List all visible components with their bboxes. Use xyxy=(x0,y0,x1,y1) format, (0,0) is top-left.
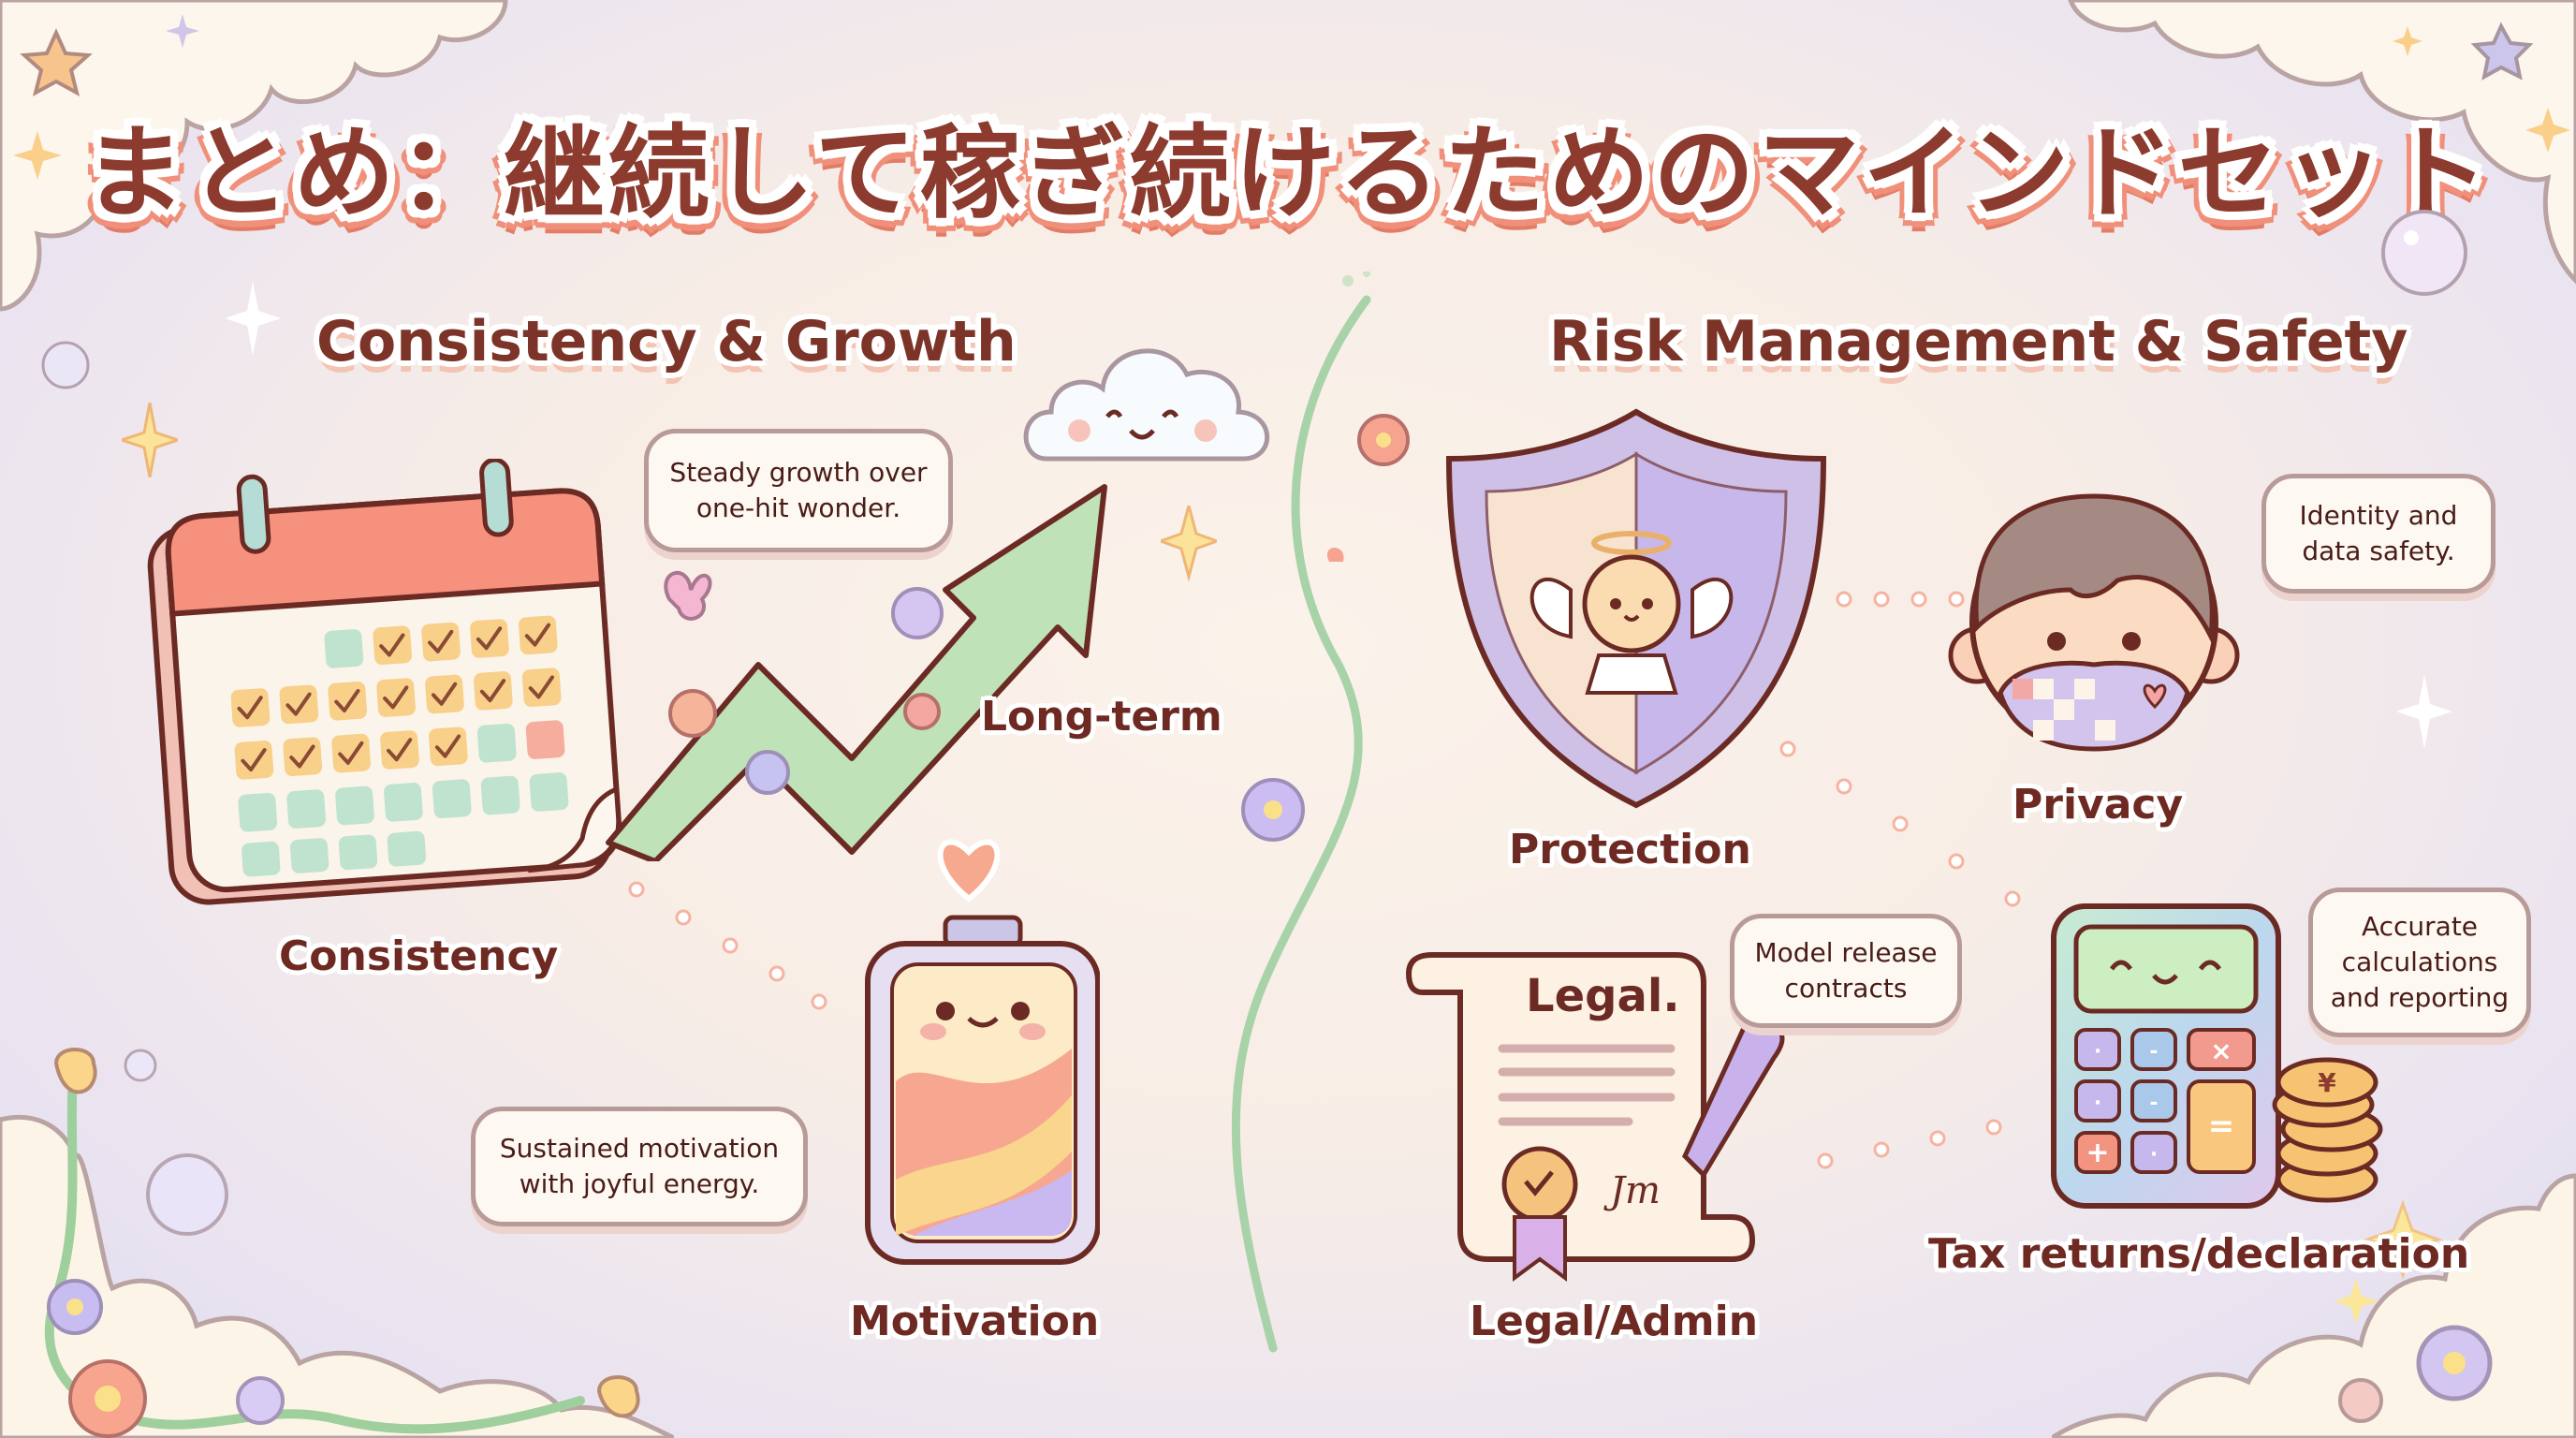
dotted-connector xyxy=(1817,1119,2002,1169)
vine-divider xyxy=(1231,271,1410,1353)
cloud-decoration-top-left xyxy=(0,0,508,312)
label-protection: Protection xyxy=(1509,826,1751,873)
bubble-icon xyxy=(2381,210,2467,296)
label-long-term: Long-term xyxy=(981,693,1222,741)
svg-text:=: = xyxy=(2208,1108,2235,1145)
legal-scroll-icon: Legal. Jm xyxy=(1405,952,1785,1282)
star-icon xyxy=(20,28,93,96)
page-title: まとめ：継続して稼ぎ続けるためのマインドセット xyxy=(83,115,2493,232)
label-consistency: Consistency xyxy=(279,932,559,980)
cloud-decoration-top-right xyxy=(2068,0,2576,285)
section-heading-risk-management: Risk Management & Safety xyxy=(1549,309,2408,374)
calculator-icon: · - × · - = + · ¥ xyxy=(2051,903,2383,1209)
dotted-connector xyxy=(628,881,827,1010)
section-heading-consistency-growth: Consistency & Growth xyxy=(316,309,1017,374)
svg-text:×: × xyxy=(2210,1035,2232,1066)
svg-text:·: · xyxy=(2094,1092,2101,1115)
signature: Jm xyxy=(1603,1169,1661,1212)
flower-icon xyxy=(236,1376,285,1425)
cloud-decoration-bottom-right xyxy=(2052,1173,2576,1438)
masked-face-icon xyxy=(1948,493,2240,752)
svg-text:·: · xyxy=(2150,1143,2158,1167)
label-privacy: Privacy xyxy=(2012,781,2184,829)
calendar-icon xyxy=(147,457,622,905)
dotted-connector xyxy=(1836,591,1965,608)
label-motivation: Motivation xyxy=(850,1298,1100,1345)
coin-stack-icon xyxy=(2272,1057,2383,1203)
dotted-connector xyxy=(1779,741,2021,907)
heart-icon xyxy=(2143,683,2167,710)
sparkle-icon xyxy=(225,281,281,356)
growth-arrow-icon xyxy=(606,484,1107,861)
shield-angel-icon xyxy=(1445,408,1827,809)
bubble-icon xyxy=(41,341,90,389)
speech-bubble-identity-data-safety: Identity and data safety. xyxy=(2261,474,2496,594)
speech-bubble-steady-growth: Steady growth over one-hit wonder. xyxy=(644,429,953,552)
smiling-cloud-icon xyxy=(1023,348,1270,462)
sparkle-icon xyxy=(122,403,178,477)
sparkle-icon xyxy=(1161,506,1217,582)
svg-text:·: · xyxy=(2094,1040,2101,1064)
bubble-icon xyxy=(146,1153,228,1236)
speech-bubble-sustained-motivation: Sustained motivation with joyful energy. xyxy=(471,1107,808,1226)
battery-icon xyxy=(865,839,1100,1265)
speech-bubble-accurate-calculations: Accurate calculations and reporting xyxy=(2308,888,2531,1037)
svg-text:-: - xyxy=(2149,1092,2158,1115)
label-legal-admin: Legal/Admin xyxy=(1470,1298,1759,1345)
calendar-illustration xyxy=(140,457,627,908)
svg-text:+: + xyxy=(2086,1137,2109,1169)
butterfly-icon xyxy=(664,571,712,621)
svg-text:-: - xyxy=(2149,1040,2158,1064)
star-icon xyxy=(2470,22,2534,81)
sparkle-icon xyxy=(2396,674,2452,749)
speech-bubble-model-release: Model release contracts xyxy=(1730,914,1962,1028)
svg-text:¥: ¥ xyxy=(2318,1067,2336,1098)
heart-icon xyxy=(937,839,1001,902)
document-title: Legal. xyxy=(1526,970,1680,1022)
cloud-decoration-bottom-left xyxy=(0,1048,674,1438)
label-tax-returns: Tax returns/declaration xyxy=(1928,1230,2470,1278)
